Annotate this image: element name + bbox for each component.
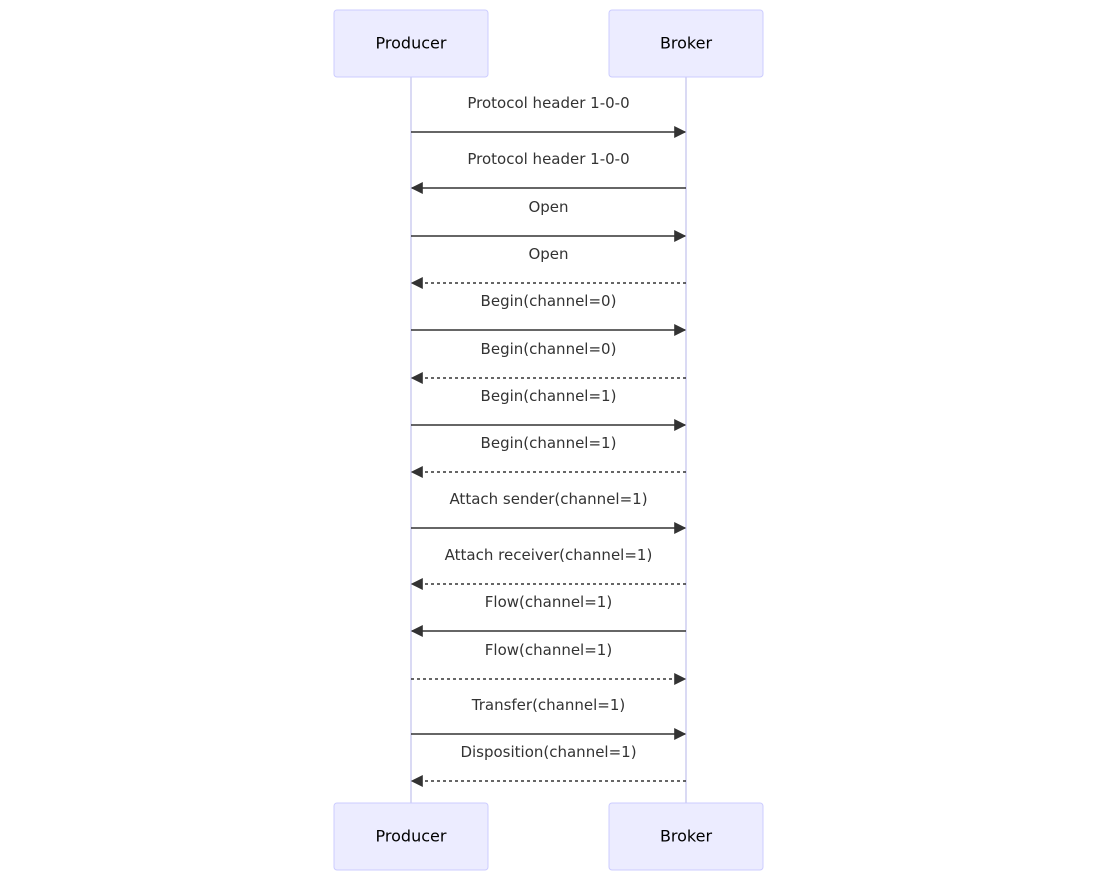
message-label: Protocol header 1-0-0 [467,94,629,112]
actor-broker-top: Broker [608,9,764,78]
message-label: Begin(channel=1) [481,387,617,405]
message-label: Flow(channel=1) [485,641,612,659]
actor-broker-bottom-label: Broker [660,827,713,846]
actor-producer-top-label: Producer [376,34,447,53]
message-label: Disposition(channel=1) [460,743,636,761]
message-label: Protocol header 1-0-0 [467,150,629,168]
message-label: Open [528,245,568,263]
message-label: Open [528,198,568,216]
actor-broker-bottom: Broker [608,802,764,871]
message-label: Attach sender(channel=1) [449,490,647,508]
message-label: Begin(channel=0) [481,340,617,358]
message-label: Transfer(channel=1) [471,696,626,714]
message-label: Begin(channel=0) [481,292,617,310]
message-label: Flow(channel=1) [485,593,612,611]
message-label: Attach receiver(channel=1) [445,546,653,564]
actor-producer-bottom-label: Producer [376,827,447,846]
actor-producer-top: Producer [333,9,489,78]
message-label: Begin(channel=1) [481,434,617,452]
actor-broker-top-label: Broker [660,34,713,53]
actor-producer-bottom: Producer [333,802,489,871]
